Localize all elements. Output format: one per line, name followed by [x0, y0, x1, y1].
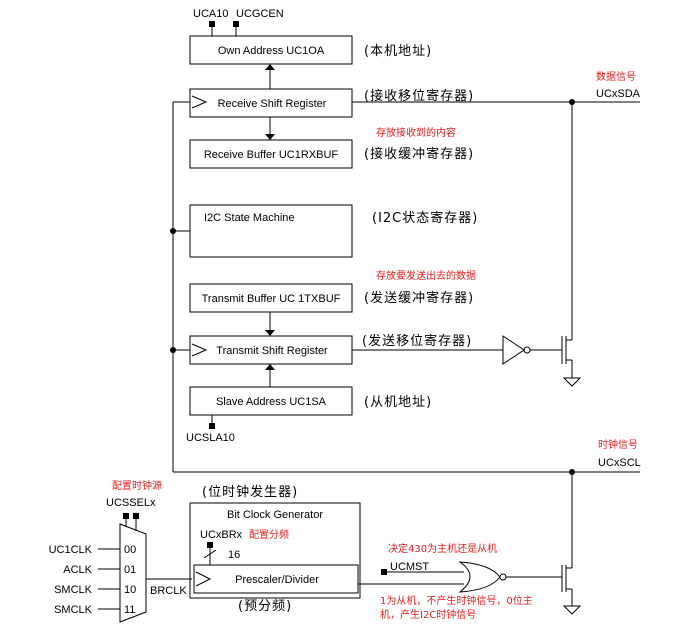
receive-buffer-note: 存放接收到的内容: [376, 126, 456, 139]
sda-ground-icon: [562, 377, 582, 387]
mux-input-code: 01: [124, 564, 136, 576]
slave-address-label: Slave Address UC1SA: [216, 396, 327, 408]
mux-input-code: 10: [124, 584, 136, 596]
own-address-block: [189, 35, 353, 65]
receive-buffer-label: Receive Buffer UC1RXBUF: [204, 149, 339, 161]
ucgcen-label: UCGCEN: [236, 8, 284, 20]
mux-input-name: SMCLK: [54, 584, 93, 596]
clock-signal-note: 时钟信号: [598, 438, 638, 451]
mux-input-code: 00: [124, 544, 136, 556]
own-address-label: Own Address UC1OA: [218, 45, 325, 57]
receive-shift-cn: (接收移位寄存器): [364, 88, 474, 104]
transmit-shift-cn: (发送移位寄存器): [362, 333, 472, 349]
ucxbrx-pin: [207, 542, 213, 548]
junction-dot: [170, 347, 176, 353]
clock-source-note: 配置时钟源: [112, 479, 162, 492]
state-machine-cn: (I2C状态寄存器): [372, 210, 478, 226]
slave-address-block: [189, 386, 353, 416]
prescaler-clock-marker: [195, 571, 212, 587]
ucsselx-pin-1: [133, 513, 139, 519]
bit-clock-label: Bit Clock Generator: [227, 509, 323, 521]
ucmst-note-line2: 机，产生I2C时钟信号: [380, 608, 476, 621]
transmit-buffer-block: [189, 283, 353, 313]
receive-buffer-block: [189, 139, 353, 169]
prescaler-divider-block: [193, 564, 359, 594]
prescaler-label: Prescaler/Divider: [235, 574, 319, 586]
junction-dot: [569, 469, 575, 475]
own-address-cn: (本机地址): [364, 44, 432, 59]
ucxsda-label: UCxSDA: [596, 88, 641, 100]
state-machine-label: I2C State Machine: [204, 212, 295, 224]
transmit-buffer-label: Transmit Buffer UC 1TXBUF: [202, 293, 341, 305]
slave-address-cn: (从机地址): [364, 395, 432, 410]
ucsla10-label: UCSLA10: [186, 432, 235, 444]
ucxscl-label: UCxSCL: [598, 457, 641, 469]
sda-output-buffer: [502, 335, 525, 365]
arrow-down-icon: [265, 330, 275, 336]
receive-shift-label: Receive Shift Register: [218, 98, 327, 110]
junction-dot: [569, 99, 575, 105]
ucmst-decide-note: 决定430为主机还是从机: [388, 542, 497, 555]
ucmst-pin: [381, 569, 387, 575]
rx-shift-clock-marker: [191, 95, 208, 109]
ucsselx-pin-0: [123, 513, 129, 519]
divider-note: 配置分频: [249, 528, 289, 541]
ucxbrx-label: UCxBRx: [200, 529, 243, 541]
ucmst-label: UCMST: [390, 561, 429, 573]
mux-input-name: ACLK: [63, 564, 92, 576]
transmit-shift-label: Transmit Shift Register: [216, 345, 328, 357]
prescaler-cn: (预分频): [238, 599, 292, 614]
bit-clock-generator-block: [189, 502, 361, 599]
mux-input-code: 11: [124, 604, 135, 616]
data-signal-note: 数据信号: [596, 70, 636, 83]
ucmst-nor-gate: [458, 561, 501, 593]
uca10-label: UCA10: [193, 8, 228, 20]
scl-ground-icon: [562, 605, 582, 615]
receive-shift-register-block: [189, 88, 353, 118]
arrow-down-icon: [265, 134, 275, 140]
ucsselx-label: UCSSELx: [106, 497, 156, 509]
mux-input-name: SMCLK: [54, 604, 93, 616]
arrow-up-icon: [265, 64, 275, 70]
transmit-buffer-cn: (发送缓冲寄存器): [364, 290, 474, 306]
ucsla10-pin: [209, 423, 215, 429]
receive-buffer-cn: (接收缓冲寄存器): [364, 146, 474, 162]
mux-input-name: UC1CLK: [49, 544, 93, 556]
ucmst-note-line1: 1为从机，不产生时钟信号，0位主: [380, 594, 533, 607]
brclk-label: BRCLK: [150, 585, 187, 597]
ucgcen-pin: [233, 21, 239, 27]
junction-dot: [170, 228, 176, 234]
bus-width-label: 16: [228, 549, 240, 561]
transmit-buffer-note: 存放要发送出去的数据: [376, 269, 476, 282]
uca10-pin: [209, 21, 215, 27]
arrow-up-icon: [265, 364, 275, 370]
tx-shift-clock-marker: [191, 343, 208, 357]
bit-clock-cn: (位时钟发生器): [202, 484, 298, 500]
